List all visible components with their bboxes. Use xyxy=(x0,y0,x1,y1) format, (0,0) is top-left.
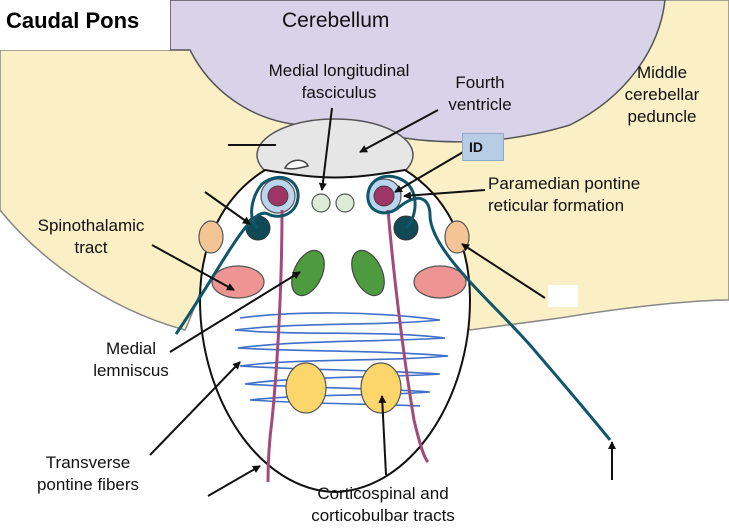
label-mcp-line1: Middle xyxy=(636,63,688,82)
title-box: Caudal Pons xyxy=(0,0,170,50)
label-medial-lemniscus: Medial lemniscus xyxy=(86,338,176,382)
arrow-transverse xyxy=(149,361,241,456)
label-spinothalamic: Spinothalamic tract xyxy=(26,215,156,259)
label-ml-line1: Medial xyxy=(105,339,157,358)
id-tag: ID xyxy=(462,133,504,161)
corticospinal-tract-right xyxy=(360,362,402,414)
label-fourth-ventricle: Fourth ventricle xyxy=(440,72,520,116)
label-cst-line2: corticobulbar tracts xyxy=(311,506,455,525)
cropped-label-area xyxy=(120,505,310,528)
label-ml-line2: lemniscus xyxy=(93,361,169,380)
medial-lemniscus-right xyxy=(413,265,467,299)
pointer-arrows xyxy=(149,107,616,497)
label-fourth-line2: ventricle xyxy=(448,95,512,114)
label-mcp-line2: cerebellar xyxy=(624,85,700,104)
arrow-facial-left xyxy=(204,191,251,225)
medial-lemniscus-left xyxy=(211,265,265,299)
arrow-corticospinal xyxy=(378,395,387,476)
transverse-pontine-fibers xyxy=(234,312,449,407)
arrow-right-spinothalamic xyxy=(461,243,546,299)
label-pprf-line1: Paramedian pontine xyxy=(488,174,641,193)
abducens-nucleus-left xyxy=(267,185,289,207)
page-title: Caudal Pons xyxy=(6,8,140,33)
mlf-left xyxy=(311,193,331,213)
arrow-medial-lemniscus xyxy=(169,271,301,353)
label-corticospinal: Corticospinal and corticobulbar tracts xyxy=(298,483,468,527)
spinothalamic-tract-right xyxy=(444,220,470,254)
label-mcp-line3: peduncle xyxy=(627,107,697,126)
arrow-mlf xyxy=(318,107,333,191)
abducens-nerve-right xyxy=(386,209,430,464)
label-middle-cerebellar-peduncle: Middle cerebellar peduncle xyxy=(612,62,712,128)
arrow-fourth-ventricle xyxy=(359,109,439,153)
cerebellum-region xyxy=(169,0,666,143)
corticospinal-tract-left xyxy=(285,362,327,414)
green-tract-right xyxy=(351,249,385,297)
label-pprf: Paramedian pontine reticular formation xyxy=(488,173,640,217)
arrow-id xyxy=(394,147,471,193)
label-spth-line1: Spinothalamic xyxy=(37,216,145,235)
label-mlf-line2: fasciculus xyxy=(301,83,377,102)
facial-nerve-right xyxy=(366,174,612,441)
arrow-pprf xyxy=(403,189,486,200)
label-fourth-line1: Fourth xyxy=(455,73,505,92)
green-tract-left xyxy=(291,249,325,297)
label-patch xyxy=(548,285,578,307)
label-pprf-line2: reticular formation xyxy=(488,196,625,215)
arrow-spinothalamic xyxy=(151,244,235,291)
abducens-nucleus-right xyxy=(373,185,395,207)
mlf-right xyxy=(335,193,355,213)
label-transverse-pontine-fibers: Transverse pontine fibers xyxy=(18,452,158,496)
label-tpf-line1: Transverse xyxy=(45,453,131,472)
label-tpf-line2: pontine fibers xyxy=(36,475,140,494)
label-cerebellum: Cerebellum xyxy=(282,9,390,32)
arrow-bottom-left xyxy=(207,465,261,497)
label-cst-line1: Corticospinal and xyxy=(317,484,449,503)
label-spth-line2: tract xyxy=(74,238,108,257)
label-mlf: Medial longitudinal fasciculus xyxy=(254,60,424,104)
spinothalamic-tract-left xyxy=(198,220,224,254)
ventricle-recess xyxy=(283,159,309,170)
abducens-nerve-left xyxy=(266,209,284,483)
facial-nerve-left xyxy=(174,176,300,335)
label-mlf-line1: Medial longitudinal xyxy=(268,61,410,80)
